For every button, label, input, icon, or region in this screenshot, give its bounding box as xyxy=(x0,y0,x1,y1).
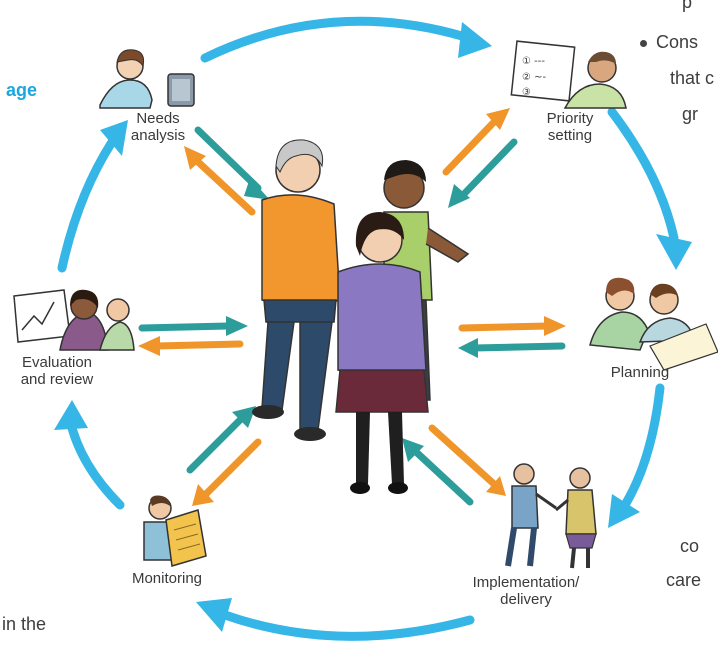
edge-text-right-top: p xyxy=(682,0,693,12)
arrowhead-center-to-planning xyxy=(544,316,566,336)
cycle-arrow-priority-to-planning xyxy=(607,107,679,243)
cycle-arrow-monitoring-to-evaluation xyxy=(65,415,125,510)
edge-text-left-bottom: in the xyxy=(2,614,47,634)
arrow-monitoring-to-center xyxy=(186,416,244,474)
cycle-arrow-implementation-to-monitoring xyxy=(220,610,475,641)
arrowhead-monitoring-to-center xyxy=(232,406,256,428)
arrow-priority-to-center xyxy=(460,138,518,198)
arrowhead-center-to-implementation xyxy=(486,476,506,496)
arrow-center-to-implementation xyxy=(428,424,498,488)
cycle-arrows xyxy=(54,16,692,641)
edge-text-left-accent: age xyxy=(6,80,38,100)
edge-text-right-co: co xyxy=(680,536,700,556)
center-people-illustration xyxy=(252,139,470,494)
cycle-arrow-needs-to-priority xyxy=(200,16,480,63)
cycle-arrowhead-planning xyxy=(656,234,692,270)
arrow-needs-to-center xyxy=(194,126,262,192)
stage-label-monitoring: Monitoring xyxy=(131,570,203,587)
cycle-arrow-planning-to-implementation xyxy=(620,383,665,510)
needs-analysis-illustration xyxy=(99,49,195,109)
arrowhead-priority-to-center xyxy=(448,184,470,208)
edge-text-right-cons: Cons xyxy=(656,32,699,52)
cycle-arrowhead-evaluation xyxy=(54,400,88,430)
stage-label-planning: Planning xyxy=(610,364,670,381)
cycle-arrowhead-monitoring xyxy=(196,598,232,632)
stage-label-needs-analysis: Needs analysis xyxy=(130,110,186,144)
edge-text-right-gr: gr xyxy=(682,104,699,124)
priority-setting-illustration: ① --- ② ~- ③ xyxy=(510,40,627,109)
stage-label-implementation: Implementation/ delivery xyxy=(472,574,580,608)
arrow-evaluation-to-center xyxy=(138,322,232,332)
arrowhead-center-to-evaluation xyxy=(138,336,160,356)
evaluation-illustration xyxy=(13,289,135,351)
arrowhead-implementation-to-center xyxy=(402,438,424,462)
arrowhead-center-to-monitoring xyxy=(192,484,214,506)
svg-text:③: ③ xyxy=(522,87,531,98)
bullet-point-icon xyxy=(640,40,647,47)
arrowhead-needs-to-center xyxy=(244,178,270,200)
arrow-implementation-to-center xyxy=(410,446,474,506)
arrowhead-center-to-priority xyxy=(486,108,510,130)
arrow-center-to-planning xyxy=(458,322,552,332)
stage-label-evaluation: Evaluation and review xyxy=(20,354,94,388)
arrowhead-evaluation-to-center xyxy=(226,316,248,336)
arrow-center-to-monitoring xyxy=(202,438,262,498)
svg-text:② ~-: ② ~- xyxy=(522,72,547,83)
cycle-arrowhead-priority xyxy=(458,22,492,58)
arrow-planning-to-center xyxy=(470,342,566,352)
edge-text-right-that: that c xyxy=(670,68,715,88)
implementation-illustration xyxy=(505,463,597,569)
cycle-arrow-evaluation-to-needs xyxy=(57,137,117,273)
arrow-center-to-priority xyxy=(442,118,498,176)
arrowhead-center-to-needs xyxy=(184,146,206,170)
monitoring-illustration xyxy=(143,495,207,567)
cycle-arrowhead-implementation xyxy=(608,494,640,528)
svg-text:① ---: ① --- xyxy=(522,56,545,67)
cycle-arrowhead-needs xyxy=(100,120,128,156)
center-arrows xyxy=(138,108,566,506)
arrow-center-to-evaluation xyxy=(152,340,244,350)
stage-label-priority-setting: Priority setting xyxy=(546,110,594,144)
edge-text-right-care: care xyxy=(666,570,702,590)
arrow-center-to-needs xyxy=(192,156,256,216)
arrowhead-planning-to-center xyxy=(458,338,478,358)
planning-illustration xyxy=(589,277,718,371)
